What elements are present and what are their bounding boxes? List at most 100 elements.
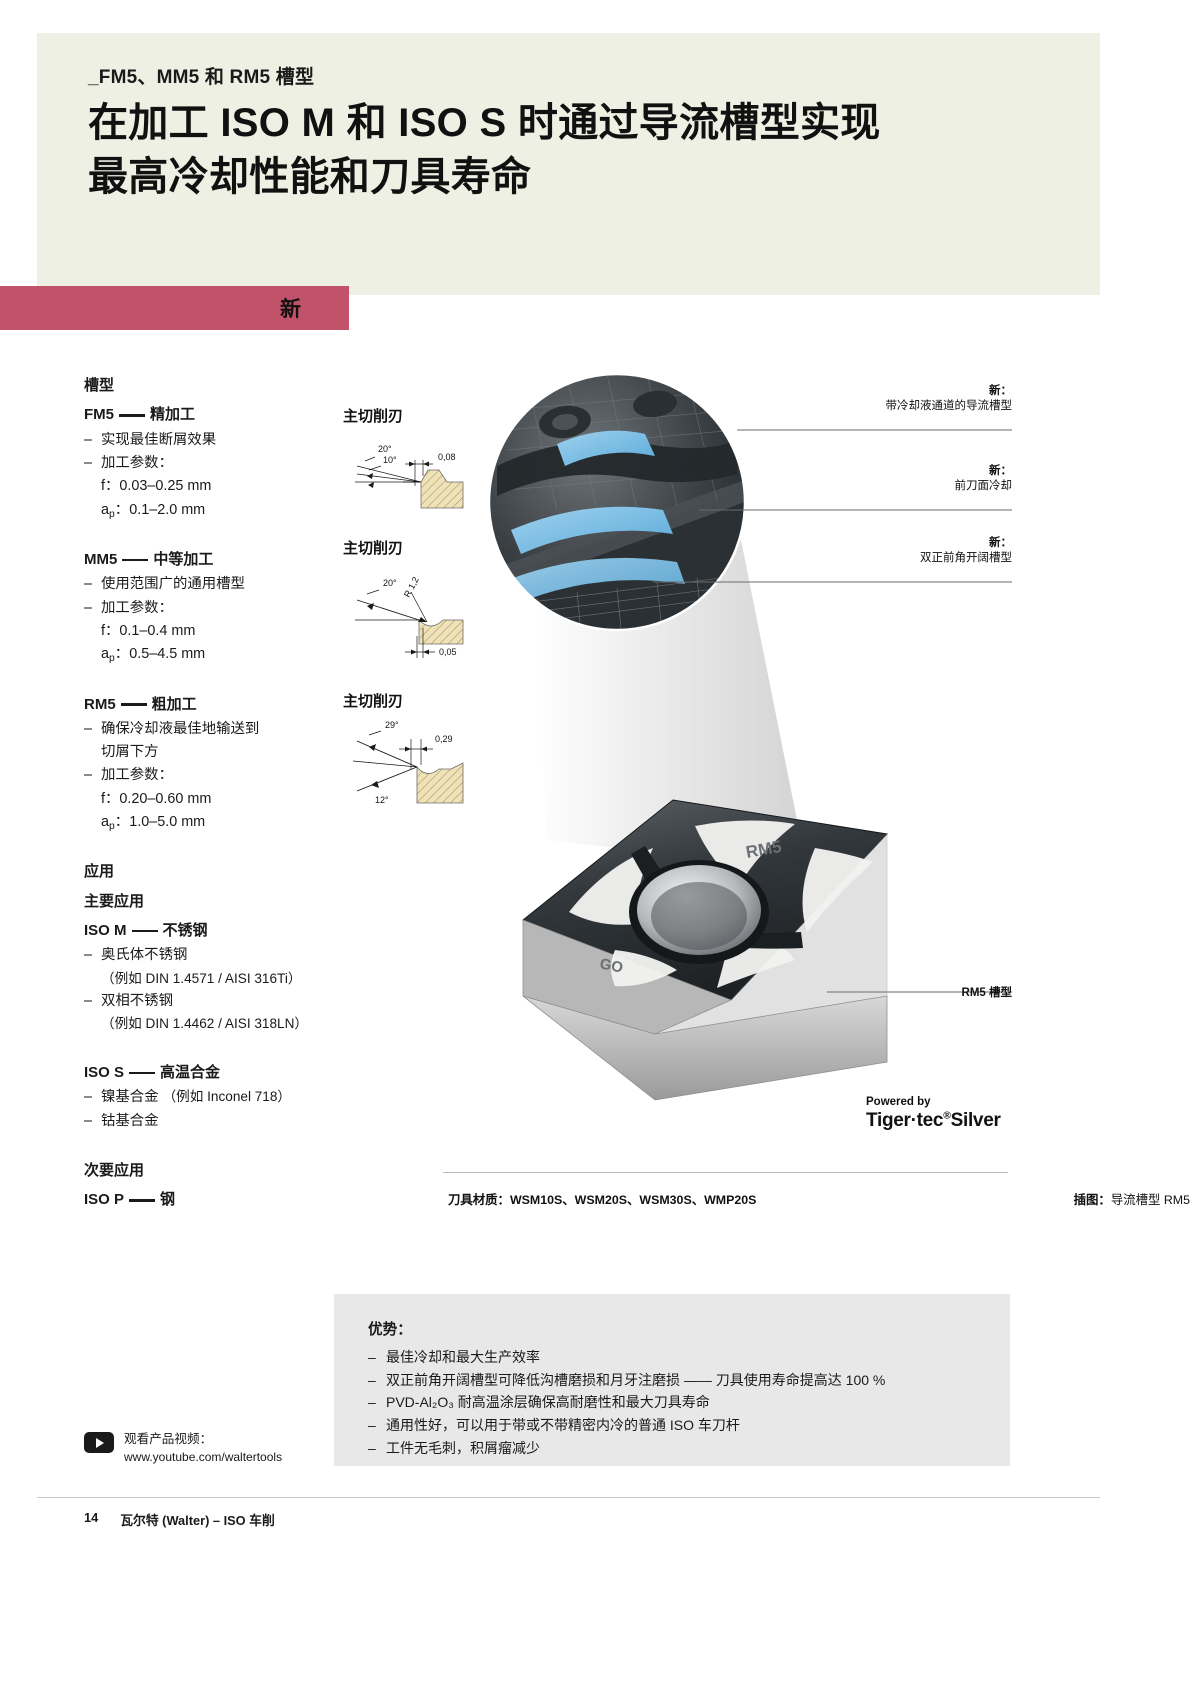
callout-1-tag: 新：	[989, 385, 1012, 397]
rule-icon	[131, 929, 158, 933]
diagram-mm5-svg: 20° R 1,2 0,05	[355, 575, 464, 658]
benefit-text: 双正前角开阔槽型可降低沟槽磨损和月牙注磨损 —— 刀具使用寿命提高达 100 %	[386, 1371, 886, 1388]
dash-bullet-icon: –	[84, 720, 93, 737]
list-item: –最佳冷却和最大生产效率	[368, 1346, 980, 1369]
group-fm5-code: FM5	[84, 406, 114, 424]
param-subscript: p	[109, 821, 115, 833]
list-item: – 实现最佳断屑效果	[84, 429, 334, 452]
dash-bullet-icon: –	[84, 992, 93, 1009]
dash-bullet-icon: –	[84, 1112, 93, 1129]
group-fm5-name: 精加工	[150, 406, 196, 424]
group-mm5-code: MM5	[84, 550, 118, 568]
headline-line-2: 最高冷却性能和刀具寿命	[88, 155, 532, 199]
benefits-box: 优势： –最佳冷却和最大生产效率 –双正前角开阔槽型可降低沟槽磨损和月牙注磨损 …	[334, 1294, 1010, 1466]
dash-bullet-icon: –	[368, 1349, 376, 1365]
benefits-list: –最佳冷却和最大生产效率 –双正前角开阔槽型可降低沟槽磨损和月牙注磨损 —— 刀…	[368, 1346, 980, 1459]
footer-text: 瓦尔特 (Walter) – ISO 车削	[120, 1513, 275, 1528]
svg-text:R 1,2: R 1,2	[402, 575, 421, 599]
param-subscript: p	[109, 508, 115, 520]
svg-text:20°: 20°	[378, 444, 392, 454]
dash-bullet-icon: –	[84, 947, 93, 964]
list-item: –工件无毛刺，积屑瘤减少	[368, 1437, 980, 1460]
application-section-title: 应用	[84, 863, 115, 881]
param-symbol: a	[101, 814, 110, 831]
list-item-note: （例如 DIN 1.4462 / AISI 318LN）	[101, 1016, 309, 1032]
rule-icon	[119, 414, 145, 417]
diagram-mm5-title: 主切削刃	[343, 540, 404, 557]
benefit-text: PVD-Al₂O₃ 耐高温涂层确保高耐磨性和最大刀具寿命	[386, 1394, 710, 1411]
list-item: –双正前角开阔槽型可降低沟槽磨损和月牙注磨损 —— 刀具使用寿命提高达 100 …	[368, 1369, 980, 1392]
footer-divider	[37, 1497, 1100, 1498]
youtube-icon[interactable]	[84, 1432, 114, 1453]
param-value: 0.1–0.4 mm	[119, 622, 196, 639]
list-item: – 使用范围广的通用槽型	[84, 573, 334, 596]
powered-by-block: Powered by Tiger·tec®Silver	[866, 1096, 1046, 1132]
list-item-label: 实现最佳断屑效果	[101, 431, 217, 448]
headline-line-1: 在加工 ISO M 和 ISO S 时通过导流槽型实现	[88, 101, 881, 145]
insert-label: RM5 槽型	[961, 987, 1012, 999]
benefits-title: 优势：	[368, 1322, 412, 1338]
param-value: 0.1–2.0 mm	[129, 501, 206, 518]
list-item-label: 双相不锈钢	[101, 992, 173, 1009]
youtube-block[interactable]: 观看产品视频： www.youtube.com/waltertools	[84, 1430, 282, 1466]
param-subscript: p	[109, 653, 115, 665]
group-mm5-head: MM5 中等加工	[84, 548, 334, 572]
list-item: – 钴基合金	[84, 1110, 334, 1133]
list-item-continuation: 切屑下方	[101, 744, 159, 761]
list-item-label: 使用范围广的通用槽型	[101, 576, 245, 593]
iso-s-name: 高温合金	[160, 1064, 221, 1082]
group-rm5-code: RM5	[84, 695, 116, 713]
diagram-mm5: 主切削刃 20° R 1,2 0,05	[343, 537, 473, 667]
video-url[interactable]: www.youtube.com/waltertools	[124, 1449, 283, 1464]
diagram-fm5-title: 主切削刃	[343, 408, 404, 425]
dash-bullet-icon: –	[368, 1371, 376, 1388]
svg-text:29°: 29°	[385, 720, 399, 730]
secondary-application-title: 次要应用	[84, 1161, 145, 1179]
callout-2-tag: 新：	[989, 465, 1012, 477]
svg-text:GO: GO	[598, 955, 625, 977]
dash-bullet-icon: –	[84, 431, 93, 448]
diagram-rm5-svg: 29° 12° 0,29	[352, 720, 464, 805]
callout-2: 新： 前刀面冷却	[955, 464, 1013, 494]
svg-text:12°: 12°	[375, 795, 389, 805]
figure-caption-value: 导流槽型 RM5	[1110, 1193, 1190, 1207]
eyebrow-text: _FM5、MM5 和 RM5 槽型	[88, 67, 315, 88]
list-item-note: （例如 DIN 1.4571 / AISI 316Ti）	[101, 970, 302, 986]
diagram-rm5-title: 主切削刃	[343, 693, 404, 710]
iso-m-name: 不锈钢	[162, 922, 208, 940]
param-row: ap：1.0–5.0 mm	[101, 814, 206, 833]
header-band	[37, 33, 1100, 295]
list-item: – 奥氏体不锈钢	[84, 944, 334, 967]
primary-application-title: 主要应用	[84, 892, 145, 910]
dash-bullet-icon: –	[368, 1394, 376, 1411]
figure-caption: 插图：导流槽型 RM5	[1074, 1190, 1190, 1208]
dash-bullet-icon: –	[368, 1439, 376, 1456]
param-value: 0.20–0.60 mm	[119, 790, 212, 807]
param-value: 0.5–4.5 mm	[129, 646, 206, 663]
diagram-fm5: 主切削刃 20°	[343, 405, 473, 520]
group-mm5: MM5 中等加工 – 使用范围广的通用槽型 – 加工参数： f：0.1–0.4 …	[84, 548, 334, 667]
chipbreaker-section-title: 槽型	[84, 377, 115, 394]
callout-3: 新： 双正前角开阔槽型	[920, 536, 1012, 566]
list-item: – 加工参数：	[84, 597, 334, 620]
list-item: –通用性好，可以用于带或不带精密内冷的普通 ISO 车刀杆	[368, 1414, 980, 1437]
group-fm5-head: FM5 精加工	[84, 403, 334, 427]
list-item: – 加工参数：	[84, 452, 334, 475]
product-illustration-svg: RM5 GO	[487, 372, 1012, 1101]
video-label: 观看产品视频：	[124, 1432, 213, 1446]
list-item: – 镍基合金 （例如 Inconel 718）	[84, 1086, 334, 1109]
dash-bullet-icon: –	[84, 1089, 93, 1106]
list-item: – 确保冷却液最佳地输送到	[84, 718, 334, 741]
rule-icon	[120, 703, 147, 706]
diagram-fm5-svg: 20° 10° 0,08	[355, 444, 464, 509]
group-iso-p-head: ISO P 钢	[84, 1188, 334, 1212]
param-row: ap：0.1–2.0 mm	[101, 501, 206, 520]
powered-by-label: Powered by	[866, 1096, 931, 1108]
param-value: 1.0–5.0 mm	[129, 814, 206, 831]
callout-1: 新： 带冷却液通道的导流槽型	[886, 384, 1013, 414]
tigertec-logo: Tiger·tec®Silver	[866, 1110, 1046, 1132]
svg-text:20°: 20°	[383, 578, 397, 588]
svg-text:10°: 10°	[383, 455, 397, 465]
list-item-label: 加工参数：	[101, 599, 173, 616]
iso-m-code: ISO M	[84, 922, 127, 940]
